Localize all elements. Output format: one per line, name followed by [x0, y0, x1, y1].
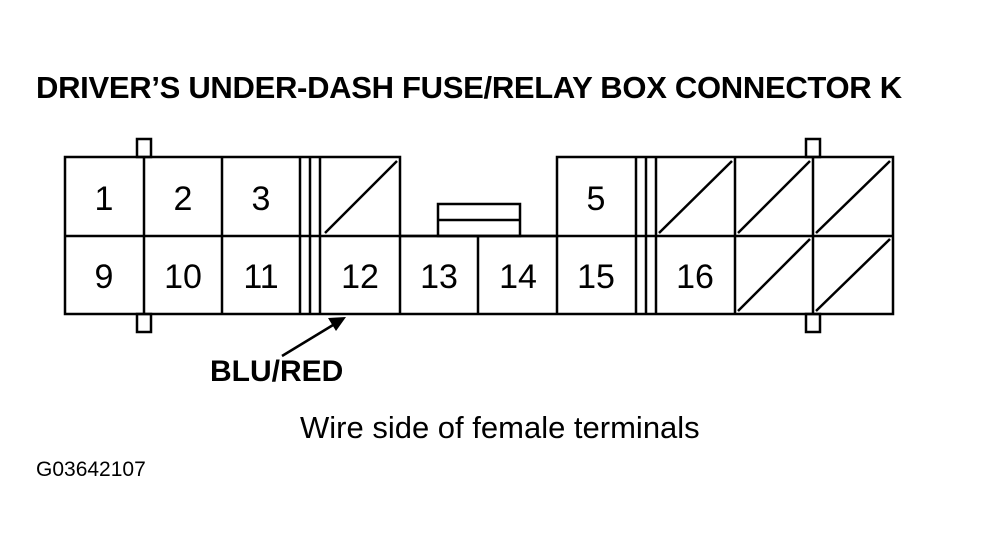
pin-number: 10 — [164, 258, 202, 296]
pin-number: 14 — [499, 258, 537, 296]
wire-pointer-arrowhead — [328, 317, 346, 331]
pin-number: 9 — [95, 258, 114, 296]
empty-cavity — [737, 238, 811, 312]
pin-number: 2 — [174, 180, 193, 218]
wire-color-label: BLU/RED — [210, 355, 344, 388]
pin-number: 5 — [587, 180, 606, 218]
diagram-title: DRIVER’S UNDER-DASH FUSE/RELAY BOX CONNE… — [36, 70, 902, 105]
locking-tab-top-left — [135, 137, 153, 159]
locking-tab-bottom-right — [804, 312, 822, 334]
empty-cavity — [815, 238, 891, 312]
connector-outline — [63, 155, 895, 316]
pin-number: 12 — [341, 258, 379, 296]
pin-number: 13 — [420, 258, 458, 296]
pin-number: 3 — [252, 180, 271, 218]
locking-tab-top-right — [804, 137, 822, 159]
locking-tab-bottom-left — [135, 312, 153, 334]
pin-number: 15 — [577, 258, 615, 296]
pin-number: 11 — [243, 258, 278, 296]
empty-cavity — [658, 160, 733, 234]
empty-cavity — [324, 160, 398, 234]
empty-cavity — [737, 160, 811, 234]
figure-id: G03642107 — [36, 458, 146, 481]
wire-pointer-arrow — [281, 320, 339, 358]
pin-number: 16 — [676, 258, 714, 296]
empty-cavity — [815, 160, 891, 234]
pin-number: 1 — [95, 180, 114, 218]
diagram-caption: Wire side of female terminals — [300, 410, 700, 445]
